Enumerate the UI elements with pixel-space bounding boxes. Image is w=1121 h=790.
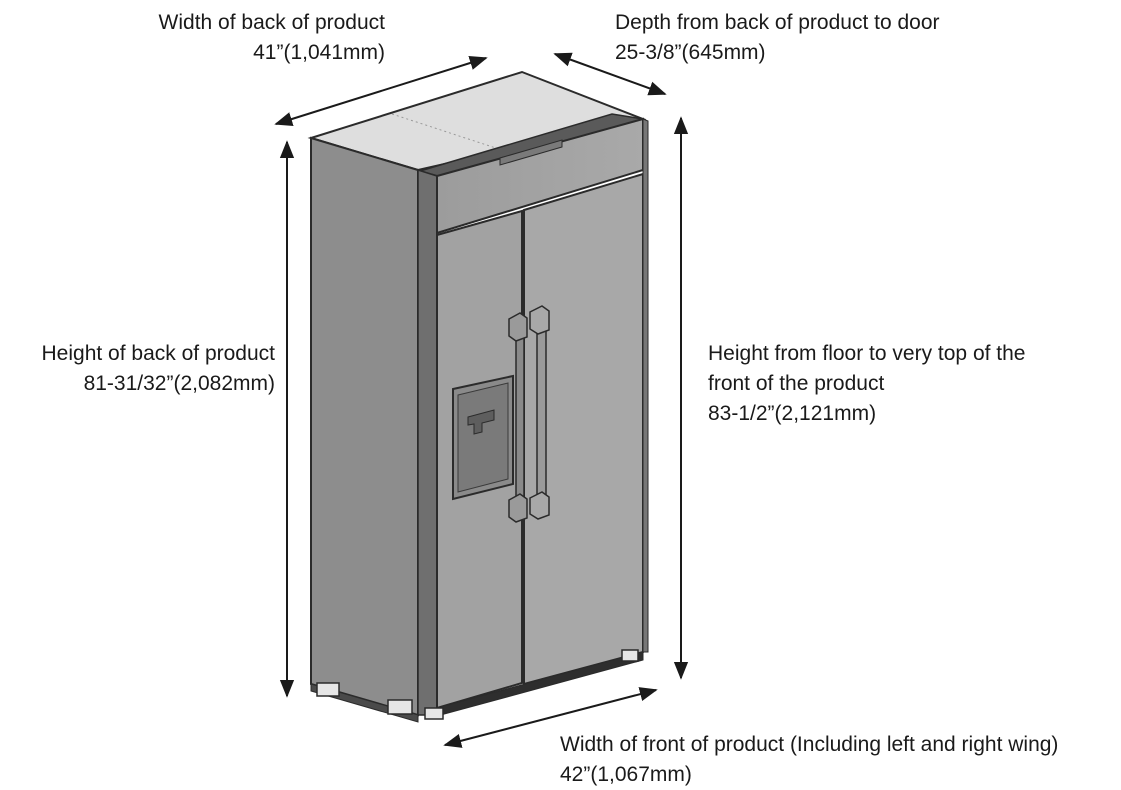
front-height-value: 83-1/2”(2,121mm) — [708, 402, 877, 425]
fridge-side-panel — [310, 136, 419, 717]
dispenser-nozzle — [467, 409, 495, 435]
door-handles — [508, 305, 550, 523]
back-width-label: Width of back of product 41”(1,041mm) — [100, 8, 385, 68]
arrow-front-width — [443, 687, 658, 748]
left-handle-top-mount — [508, 312, 528, 342]
leveling-foot-center — [387, 699, 413, 715]
front-width-label-text: Width of front of product (Including lef… — [560, 733, 1059, 756]
refrigerator-illustration — [307, 70, 649, 723]
fridge-top-panel-bar — [499, 139, 563, 166]
dimension-arrows — [274, 52, 689, 748]
front-height-label-line1: Height from floor to very top of the — [708, 342, 1026, 365]
back-height-value: 81-31/32”(2,082mm) — [83, 372, 275, 395]
left-handle-bottom-mount — [508, 493, 528, 523]
leveling-foot-front — [424, 707, 444, 720]
front-width-label: Width of front of product (Including lef… — [560, 730, 1058, 790]
front-width-value: 42”(1,067mm) — [560, 763, 692, 786]
depth-value: 25-3/8”(645mm) — [615, 41, 766, 64]
back-height-label-text: Height of back of product — [41, 342, 275, 365]
leveling-foot-left — [316, 682, 340, 697]
fridge-left-wing — [417, 168, 438, 716]
depth-label: Depth from back of product to door 25-3/… — [615, 8, 940, 68]
right-handle-bottom-mount — [529, 491, 550, 520]
left-door-handle — [515, 324, 525, 511]
water-dispenser-recess — [457, 382, 509, 493]
fridge-right-wing — [642, 118, 649, 653]
back-width-label-text: Width of back of product — [158, 11, 385, 34]
arrow-depth — [553, 52, 667, 96]
depth-label-text: Depth from back of product to door — [615, 11, 940, 34]
back-height-label: Height of back of product 81-31/32”(2,08… — [0, 339, 275, 399]
front-height-label-line2: front of the product — [708, 372, 885, 395]
back-width-value: 41”(1,041mm) — [253, 41, 385, 64]
arrow-back-width — [274, 55, 488, 127]
leveling-foot-right — [621, 649, 639, 662]
right-door-handle — [536, 317, 547, 511]
right-handle-top-mount — [529, 305, 550, 335]
front-height-label: Height from floor to very top of the fro… — [708, 339, 1025, 429]
